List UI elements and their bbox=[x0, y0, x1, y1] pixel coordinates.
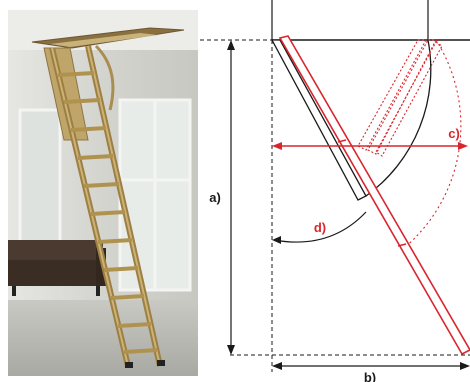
folded-ladder-section bbox=[270, 39, 367, 201]
ladder-joint-upper bbox=[337, 139, 347, 143]
hatch-swing-arc bbox=[365, 39, 432, 197]
photo-support-arm bbox=[94, 44, 115, 111]
dimension-d-arc bbox=[273, 211, 367, 243]
extended-ladder bbox=[278, 35, 470, 356]
dimension-c-arrow bbox=[272, 142, 468, 150]
dimension-a-arrow bbox=[227, 40, 235, 355]
dimension-a-label: a) bbox=[209, 190, 221, 205]
photo-sofa bbox=[8, 240, 106, 296]
ladder-joint-lower bbox=[397, 243, 407, 247]
attic-ladder-photo bbox=[8, 10, 198, 376]
dimension-d-label: d) bbox=[314, 220, 326, 235]
photo-floor bbox=[8, 300, 198, 376]
photo-ladder bbox=[49, 45, 165, 368]
dimension-b-arrow bbox=[272, 362, 470, 370]
unfold-positions bbox=[357, 39, 443, 157]
photo-hatch-opening bbox=[50, 33, 158, 47]
photo-windows bbox=[18, 98, 192, 292]
dimension-c-label: c) bbox=[448, 126, 460, 141]
clearance-arc bbox=[403, 39, 462, 249]
dimension-b-label: b) bbox=[364, 370, 376, 382]
dimension-diagram: a) b) bbox=[200, 0, 470, 382]
dimension-d-arrowhead bbox=[272, 236, 281, 244]
